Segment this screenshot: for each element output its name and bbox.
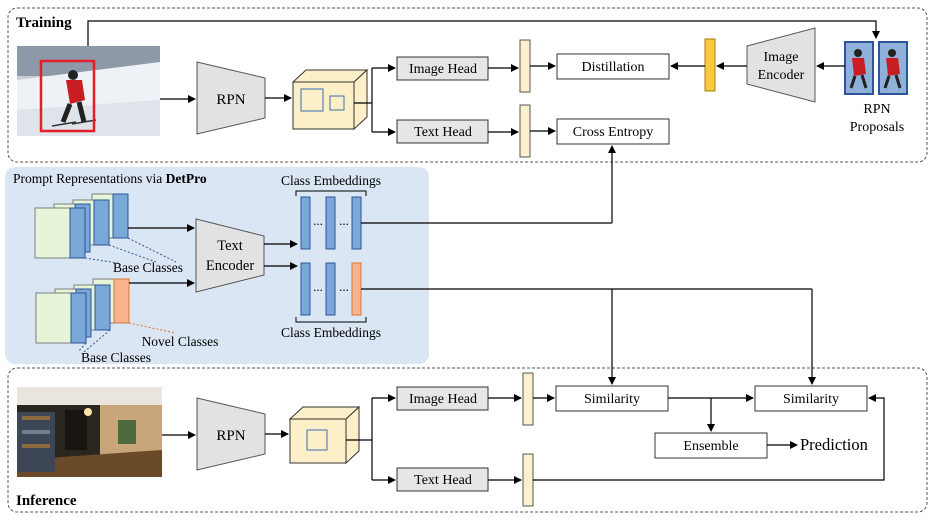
- base-classes-bottom-label: Base Classes: [81, 350, 151, 365]
- text-encoder-label-line1: Text: [217, 238, 243, 254]
- region-vector-image: [519, 39, 531, 93]
- prompt-title: Prompt Representations via DetPro: [13, 171, 207, 186]
- region-vector-text-inference: [522, 453, 534, 507]
- training-panel: Training RPN Image Head Text He: [7, 7, 928, 223]
- ellipsis-top-1: ...: [313, 213, 323, 228]
- bracket-bottom: [295, 317, 367, 323]
- novel-class-embedding-vector: [351, 262, 362, 316]
- similarity-left-label: Similarity: [584, 392, 640, 407]
- ensemble-label: Ensemble: [683, 439, 738, 454]
- class-embeddings-top-label: Class Embeddings: [281, 173, 381, 188]
- inference-panel-border: [7, 367, 928, 513]
- bbox-icon: [39, 59, 96, 133]
- rpn-label: RPN: [216, 92, 245, 108]
- prompt-title-prefix: Prompt Representations via: [13, 171, 166, 186]
- prompt-stack-top: [34, 193, 177, 264]
- class-embedding-vector: [325, 262, 336, 316]
- ellipsis-bottom-1: ...: [313, 279, 323, 294]
- skier-photo-icon: [17, 46, 160, 136]
- prompt-arrows: [128, 222, 812, 290]
- class-embedding-vector: [300, 262, 311, 316]
- feature-map-cube: [291, 68, 369, 131]
- rpn-block-inference: [196, 397, 266, 471]
- text-head-label-inference: Text Head: [414, 473, 472, 488]
- class-embedding-vector: [351, 196, 362, 250]
- training-title: Training: [16, 15, 72, 31]
- cross-entropy-box: [556, 118, 670, 145]
- bracket-top: [295, 190, 367, 196]
- similarity-right-label: Similarity: [783, 392, 839, 407]
- text-head-label: Text Head: [414, 125, 472, 140]
- region-vector-text: [519, 104, 531, 158]
- rpn-label-inference: RPN: [216, 428, 245, 444]
- image-head-label: Image Head: [409, 62, 477, 77]
- rpn-block: [196, 61, 266, 135]
- image-encoder-vector: [704, 38, 716, 92]
- image-encoder-label-line2: Encoder: [758, 68, 805, 83]
- rpn-proposals-label-line1: RPN: [863, 102, 890, 117]
- image-head-label-inference: Image Head: [409, 392, 477, 407]
- prediction-label: Prediction: [800, 435, 868, 454]
- ellipsis-top-2: ...: [339, 213, 349, 228]
- cross-entropy-label: Cross Entropy: [573, 125, 654, 140]
- rpn-proposals-label-line2: Proposals: [850, 120, 904, 135]
- training-arrows: [87, 20, 880, 223]
- prompt-title-bold: DetPro: [166, 171, 207, 186]
- base-classes-top-label: Base Classes: [113, 260, 183, 275]
- inference-title: Inference: [16, 493, 77, 509]
- feature-map-cube-inference: [288, 405, 361, 465]
- training-panel-border: [7, 7, 928, 163]
- image-encoder-label-line1: Image: [764, 50, 799, 65]
- text-encoder-block: [195, 218, 265, 293]
- novel-classes-label: Novel Classes: [142, 334, 219, 349]
- similarity-left-box: [555, 385, 669, 412]
- inference-panel: Inference RPN Image Head: [7, 289, 928, 513]
- ellipsis-bottom-2: ...: [339, 279, 349, 294]
- room-photo-icon: [17, 387, 162, 477]
- ensemble-box: [654, 432, 768, 459]
- distillation-label: Distillation: [582, 60, 645, 75]
- rpn-proposal-crop-icon: [844, 41, 908, 95]
- prompt-stack-bottom: [35, 278, 176, 353]
- similarity-right-box: [754, 385, 868, 412]
- region-vector-image-inference: [522, 372, 534, 426]
- class-embedding-vector: [300, 196, 311, 250]
- image-encoder-block: [746, 27, 816, 103]
- class-embedding-vector: [325, 196, 336, 250]
- distillation-box: [556, 53, 670, 80]
- inference-arrows: [162, 289, 885, 484]
- text-encoder-label-line2: Encoder: [206, 258, 254, 274]
- class-embeddings-bottom-label: Class Embeddings: [281, 325, 381, 340]
- prompt-panel: Prompt Representations via DetPro Base C…: [5, 167, 812, 365]
